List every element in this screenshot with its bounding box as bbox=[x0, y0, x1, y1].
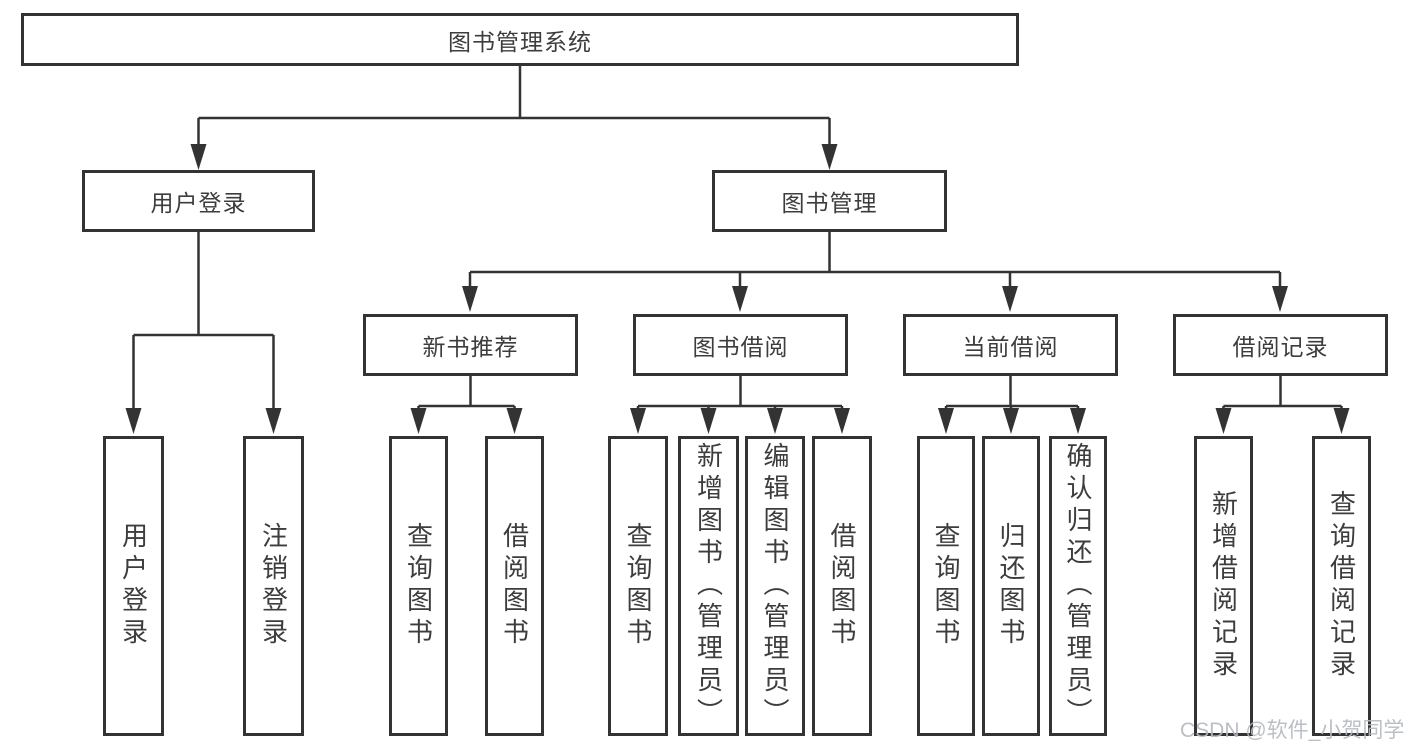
node-library-management-system: 图书管理系统 bbox=[21, 13, 1019, 66]
leaf-label: 查询图书 bbox=[931, 522, 961, 650]
connector-book-management-to-level3 bbox=[462, 232, 1288, 312]
leaf-return-books: 归还图书 bbox=[982, 436, 1040, 736]
connector-root-to-level2 bbox=[190, 66, 838, 170]
node-label: 图书管理系统 bbox=[448, 28, 592, 55]
node-label: 用户登录 bbox=[150, 190, 247, 216]
leaf-label: 查询图书 bbox=[623, 522, 653, 650]
node-label: 当前借阅 bbox=[962, 334, 1059, 360]
leaf-edit-books-admin: 编辑图书（管理员） bbox=[745, 436, 805, 736]
leaf-confirm-return-admin: 确认归还（管理员） bbox=[1049, 436, 1107, 736]
connector-new-book-recommend-to-leaves bbox=[410, 376, 523, 434]
leaf-query-books-current: 查询图书 bbox=[917, 436, 975, 736]
node-book-borrow: 图书借阅 bbox=[633, 314, 848, 376]
leaf-label: 借阅图书 bbox=[499, 522, 530, 650]
leaf-label: 借阅图书 bbox=[827, 522, 857, 650]
leaf-label: 查询图书 bbox=[403, 522, 434, 650]
node-book-management: 图书管理 bbox=[712, 170, 947, 232]
leaf-borrow-books-recommend: 借阅图书 bbox=[485, 436, 544, 736]
leaf-label: 查询借阅记录 bbox=[1326, 490, 1357, 682]
leaf-query-borrow-record: 查询借阅记录 bbox=[1312, 436, 1371, 736]
connector-user-login-to-leaves bbox=[125, 232, 282, 434]
leaf-label: 新增借阅记录 bbox=[1208, 490, 1239, 682]
leaf-label: 编辑图书（管理员） bbox=[760, 442, 790, 730]
csdn-watermark: CSDN @软件_小贺同学 bbox=[1180, 719, 1405, 742]
leaf-label: 注销登录 bbox=[258, 522, 289, 650]
leaf-borrow-books: 借阅图书 bbox=[812, 436, 872, 736]
node-label: 图书管理 bbox=[781, 190, 878, 216]
leaf-query-books-borrow: 查询图书 bbox=[608, 436, 668, 736]
connector-borrow-records-to-leaves bbox=[1215, 376, 1350, 434]
connector-book-borrow-to-leaves bbox=[630, 376, 850, 434]
leaf-label: 归还图书 bbox=[996, 522, 1026, 650]
leaf-label: 用户登录 bbox=[118, 522, 149, 650]
leaf-add-books-admin: 新增图书（管理员） bbox=[678, 436, 739, 736]
node-user-login: 用户登录 bbox=[82, 170, 315, 232]
node-current-borrow: 当前借阅 bbox=[903, 314, 1118, 376]
leaf-query-books-recommend: 查询图书 bbox=[389, 436, 448, 736]
leaf-logout: 注销登录 bbox=[243, 436, 304, 736]
node-label: 图书借阅 bbox=[692, 334, 789, 360]
node-borrow-records: 借阅记录 bbox=[1173, 314, 1388, 376]
leaf-add-borrow-record: 新增借阅记录 bbox=[1194, 436, 1253, 736]
node-new-book-recommend: 新书推荐 bbox=[363, 314, 578, 376]
leaf-user-login: 用户登录 bbox=[103, 436, 164, 736]
node-label: 新书推荐 bbox=[422, 334, 519, 360]
leaf-label: 新增图书（管理员） bbox=[693, 442, 724, 730]
connector-current-borrow-to-leaves bbox=[938, 376, 1086, 434]
leaf-label: 确认归还（管理员） bbox=[1063, 442, 1093, 730]
node-label: 借阅记录 bbox=[1232, 334, 1329, 360]
